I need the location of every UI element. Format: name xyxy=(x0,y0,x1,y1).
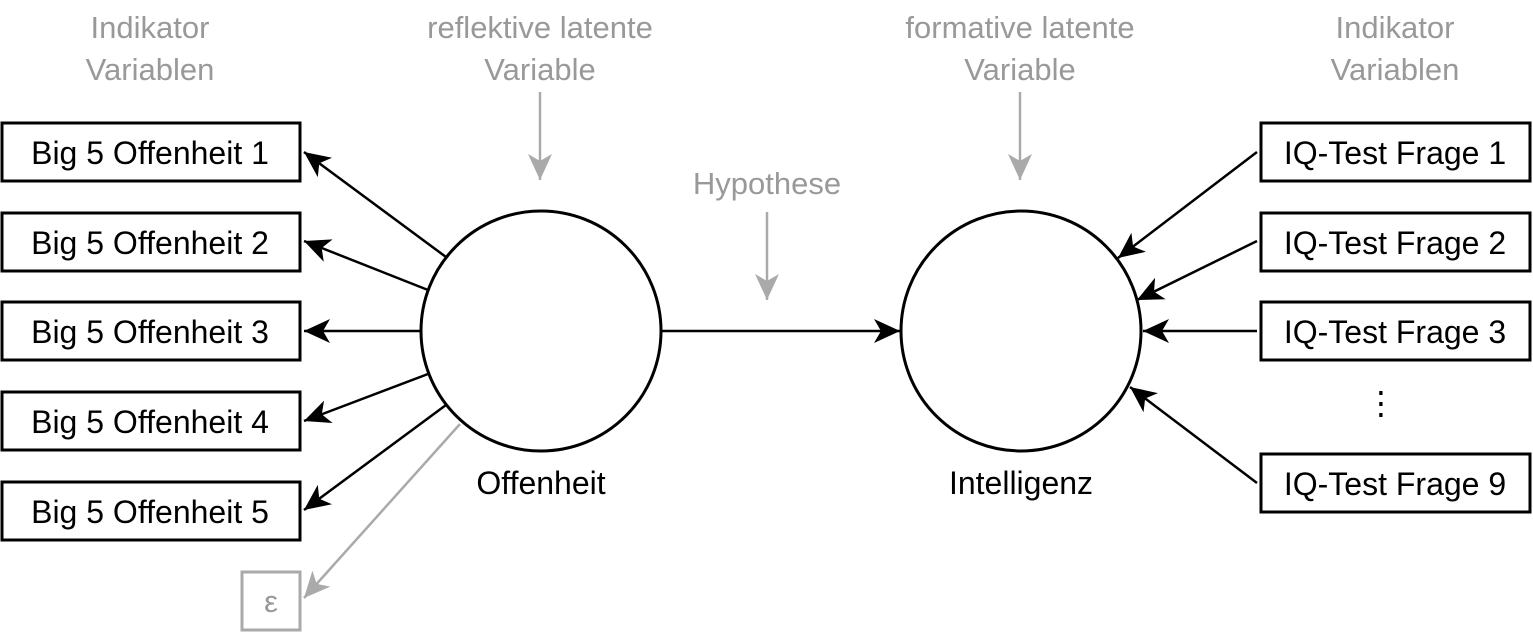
error-term-label: ε xyxy=(264,584,278,619)
reflective-indicator-3-label: Big 5 Offenheit 3 xyxy=(31,314,269,350)
formative-indicator-1-label: IQ-Test Frage 1 xyxy=(1284,135,1506,171)
reflective-annotation-line1: reflektive latente xyxy=(427,10,653,45)
latent-label-offenheit: Offenheit xyxy=(476,465,605,501)
reflective-indicator-2: Big 5 Offenheit 2 xyxy=(0,211,302,273)
hypothesis-annotation: Hypothese xyxy=(693,166,841,201)
formative-indicator-2-label: IQ-Test Frage 2 xyxy=(1284,225,1506,261)
formative-annotation-line1: formative latente xyxy=(905,10,1134,45)
formative-indicator-3: IQ-Test Frage 3 xyxy=(1259,300,1532,362)
left-indicator-annotation-line2: Variablen xyxy=(86,52,215,87)
reflective-arrow-4 xyxy=(303,372,429,424)
formative-annotation-line2: Variable xyxy=(964,52,1075,87)
formative-indicator-9-label: IQ-Test Frage 9 xyxy=(1284,466,1506,502)
reflective-indicator-1: Big 5 Offenheit 1 xyxy=(0,121,302,183)
latent-label-intelligenz: Intelligenz xyxy=(949,465,1093,501)
reflective-indicator-1-label: Big 5 Offenheit 1 xyxy=(31,135,269,171)
latent-circle-offenheit xyxy=(419,209,663,453)
formative-arrow-9 xyxy=(1129,386,1258,484)
error-arrow xyxy=(303,423,461,599)
formative-arrow-2 xyxy=(1136,239,1258,302)
reflective-indicator-4: Big 5 Offenheit 4 xyxy=(0,390,302,452)
ellipsis-more-items: ⋮ xyxy=(1365,385,1397,421)
left-indicator-annotation-line1: Indikator xyxy=(91,10,210,45)
latent-circle-intelligenz xyxy=(899,209,1143,453)
right-indicator-annotation-line1: Indikator xyxy=(1336,10,1455,45)
formative-indicator-1: IQ-Test Frage 1 xyxy=(1259,121,1532,183)
reflective-arrow-1 xyxy=(303,150,447,259)
formative-indicator-3-label: IQ-Test Frage 3 xyxy=(1284,314,1506,350)
reflective-arrow-5 xyxy=(303,403,447,512)
right-indicator-annotation-line2: Variablen xyxy=(1331,52,1460,87)
reflective-indicator-3: Big 5 Offenheit 3 xyxy=(0,300,302,362)
formative-arrow-1 xyxy=(1117,151,1258,259)
reflective-indicator-2-label: Big 5 Offenheit 2 xyxy=(31,225,269,261)
reflective-indicator-5-label: Big 5 Offenheit 5 xyxy=(31,494,269,530)
reflective-indicator-5: Big 5 Offenheit 5 xyxy=(0,480,302,542)
formative-indicator-2: IQ-Test Frage 2 xyxy=(1259,211,1532,273)
reflective-arrow-2 xyxy=(303,239,429,292)
error-term-box: ε xyxy=(240,570,302,632)
reflective-indicator-4-label: Big 5 Offenheit 4 xyxy=(31,404,269,440)
reflective-annotation-line2: Variable xyxy=(484,52,595,87)
formative-indicator-9: IQ-Test Frage 9 xyxy=(1259,452,1532,514)
